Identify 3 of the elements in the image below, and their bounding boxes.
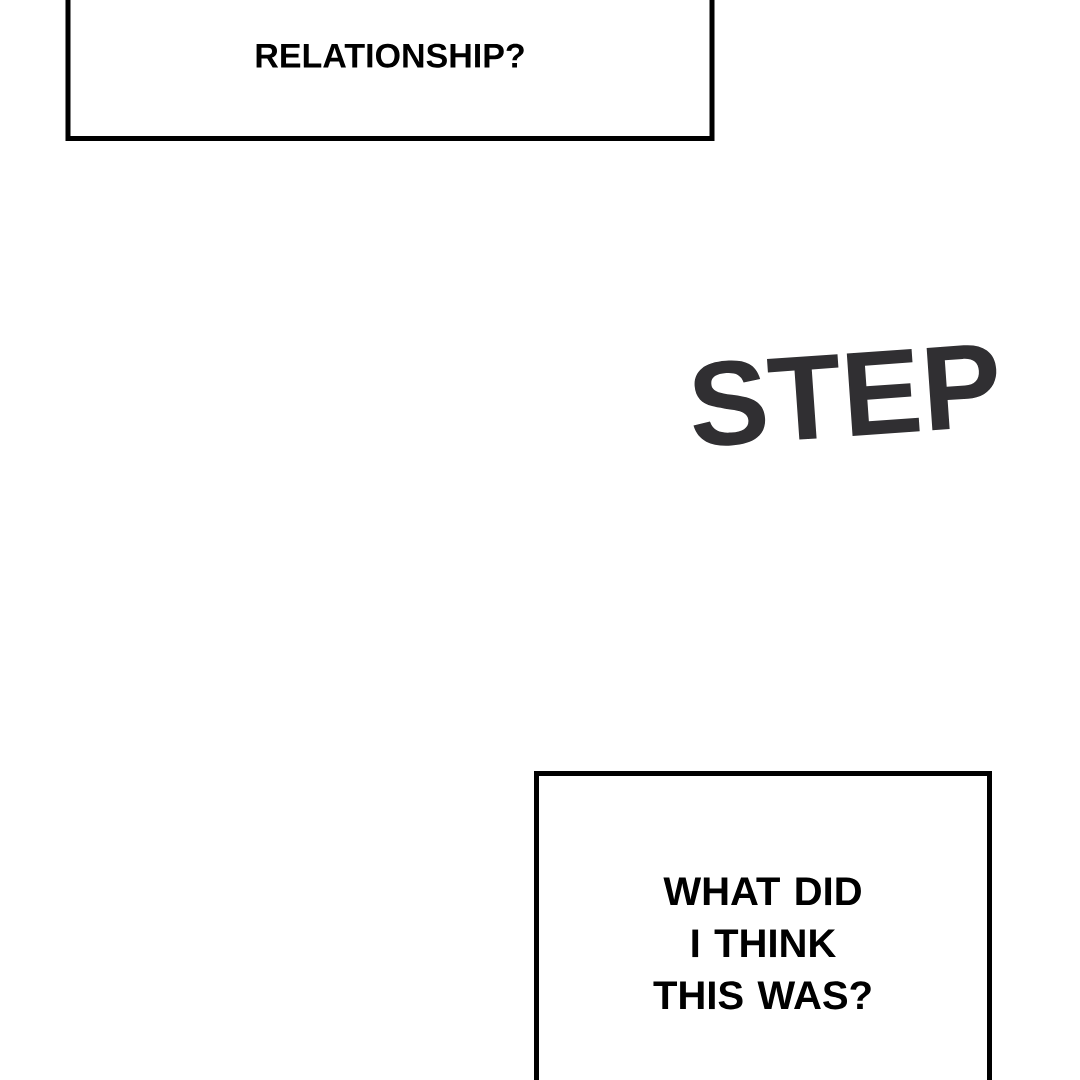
- sound-effect: STEP: [693, 345, 997, 446]
- caption-box: RELATIONSHIP?: [65, 0, 715, 141]
- caption-box: WHAT DID I THINK THIS WAS?: [534, 771, 992, 1080]
